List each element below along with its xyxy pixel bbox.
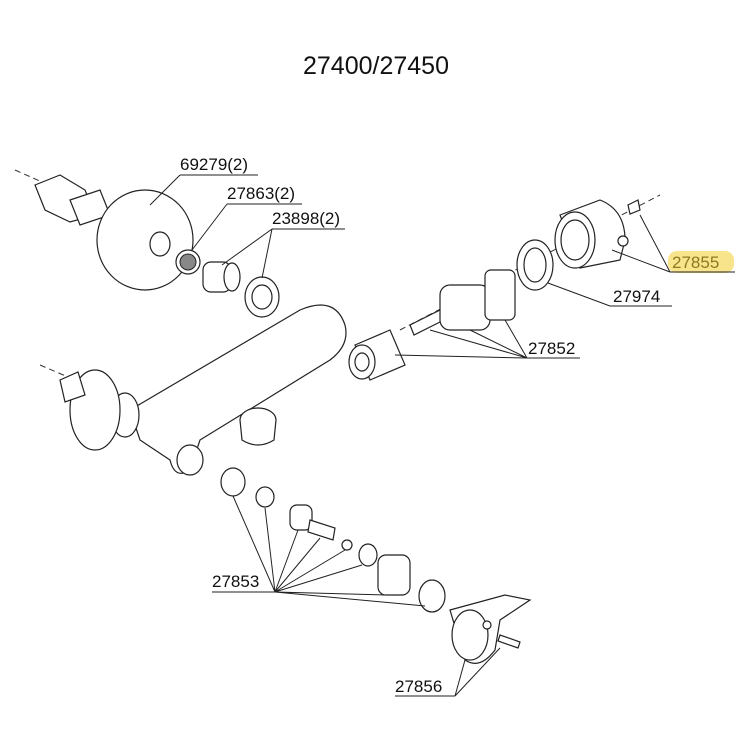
part-label-27855: 27855 — [672, 253, 719, 272]
escutcheon-69279 — [96, 189, 194, 291]
part-label-27853: 27853 — [212, 572, 259, 591]
part-label-27852: 27852 — [528, 339, 575, 358]
mixer-body — [59, 304, 347, 476]
diagram-title: 27400/27450 — [303, 52, 449, 80]
part-label-27856: 27856 — [395, 677, 442, 696]
sleeve-part — [348, 329, 406, 381]
part-label-27974: 27974 — [613, 287, 660, 306]
thermostatic-cartridge-27852 — [409, 269, 516, 336]
part-label-69279: 69279(2) — [180, 155, 248, 174]
handle-knob-27856 — [449, 594, 532, 664]
handle-adapter-27855 — [554, 199, 641, 269]
part-label-27863: 27863(2) — [227, 184, 295, 203]
part-label-23898: 23898(2) — [272, 209, 340, 228]
inlet-fitting-upper — [34, 174, 111, 226]
check-valve-23898 — [202, 261, 280, 318]
lower-parts-27853 — [220, 467, 446, 613]
highlight-27855 — [668, 251, 734, 273]
ring-27974 — [516, 239, 554, 291]
